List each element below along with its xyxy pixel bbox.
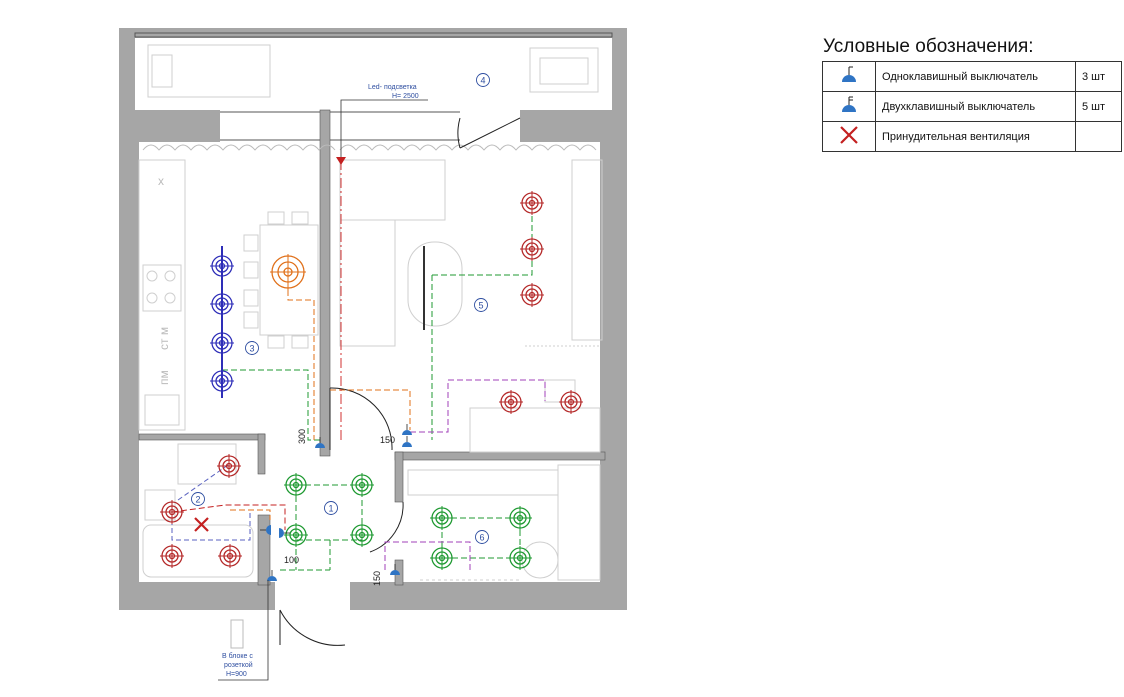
wiring-red (171, 504, 286, 530)
double-switch-icon (822, 91, 876, 122)
room-numbers: 1 2 3 4 5 6 (191, 73, 490, 544)
legend-qty-vent (1075, 121, 1122, 152)
dim-100: 100 (284, 555, 299, 565)
green-spot-light (508, 546, 532, 570)
single-switch-icon (822, 61, 876, 92)
green-spot-light (430, 546, 454, 570)
room-number-label: 5 (478, 301, 483, 311)
switch-icon (390, 564, 400, 575)
red-spot-light (520, 191, 544, 215)
led-note-line2: H= 2500 (392, 93, 419, 100)
pendant-light (270, 254, 306, 290)
socket-note-leader (218, 580, 269, 681)
red-spot-light (160, 500, 184, 524)
socket-block (230, 619, 244, 649)
red-spot-light (559, 390, 583, 414)
legend-row-double-switch: Двухклавишный выключатель 5 шт (822, 91, 1122, 122)
bath-wiring (171, 464, 251, 541)
walls (119, 28, 627, 610)
room-number-3: 3 (245, 341, 259, 355)
room-number-4: 4 (476, 73, 490, 87)
switch-icon (260, 525, 271, 535)
green-spot-light (350, 523, 374, 547)
red-spot-light (218, 544, 242, 568)
led-strip-line (336, 99, 428, 440)
legend-label-double-switch: Двухклавишный выключатель (875, 91, 1076, 122)
room-number-1: 1 (324, 501, 338, 515)
wiring-purple (384, 379, 546, 570)
room-number-label: 6 (479, 533, 484, 543)
legend-label-vent: Принудительная вентиляция (875, 121, 1076, 152)
curtain (142, 144, 597, 151)
room-number-label: 2 (195, 495, 200, 505)
room-number-label: 4 (480, 76, 485, 86)
switch-icon (279, 528, 290, 538)
kitchen-label-pm: пм (157, 370, 171, 385)
vent-cross-icon (822, 121, 876, 152)
red-spot-light (160, 544, 184, 568)
socket-note-line3: H=900 (226, 671, 247, 678)
red-spot-light (217, 454, 241, 478)
dim-150b: 150 (372, 571, 382, 586)
legend-label-single-switch: Одноклавишный выключатель (875, 61, 1076, 92)
legend-qty-double-switch: 5 шт (1075, 91, 1122, 122)
switch-icon (402, 436, 412, 447)
legend-row-vent: Принудительная вентиляция (822, 121, 1122, 152)
partitions (138, 109, 606, 586)
legend-qty-single-switch: 3 шт (1075, 61, 1122, 92)
dim-300: 300 (297, 429, 307, 444)
kitchen-label-stm: ст м (157, 327, 171, 350)
socket-note-line1: В блоке с (222, 652, 253, 660)
legend-row-single-switch: Одноклавишный выключатель 3 шт (822, 61, 1122, 92)
switches (260, 424, 412, 581)
room-number-label: 3 (249, 344, 254, 354)
kitchen-label-x: х (158, 174, 164, 188)
dim-150a: 150 (380, 435, 395, 445)
switch-icon (402, 424, 412, 435)
legend: Условные обозначения: Одноклавишный выкл… (822, 36, 1122, 152)
red-spot-light (520, 283, 544, 307)
room-number-5: 5 (474, 298, 488, 312)
room-number-6: 6 (475, 530, 489, 544)
switch-icon (315, 437, 325, 448)
red-spot-light (520, 237, 544, 261)
room-number-label: 1 (328, 504, 333, 514)
red-spot-light (499, 390, 523, 414)
legend-table: Одноклавишный выключатель 3 шт Двухклави… (822, 61, 1122, 152)
green-spot-light (508, 506, 532, 530)
green-spot-light (284, 523, 308, 547)
balcony-window (134, 32, 613, 141)
room-number-2: 2 (191, 492, 205, 506)
legend-title: Условные обозначения: (823, 36, 1034, 57)
green-spot-light (430, 506, 454, 530)
led-note-line1: Led- подсветка (368, 84, 417, 91)
doors (279, 117, 521, 646)
light-fixtures (160, 191, 583, 570)
switch-icon (267, 570, 277, 581)
socket-note-line2: розеткой (224, 661, 253, 669)
vent-cross-icon (194, 517, 209, 532)
green-spot-light (284, 473, 308, 497)
green-spot-light (350, 473, 374, 497)
